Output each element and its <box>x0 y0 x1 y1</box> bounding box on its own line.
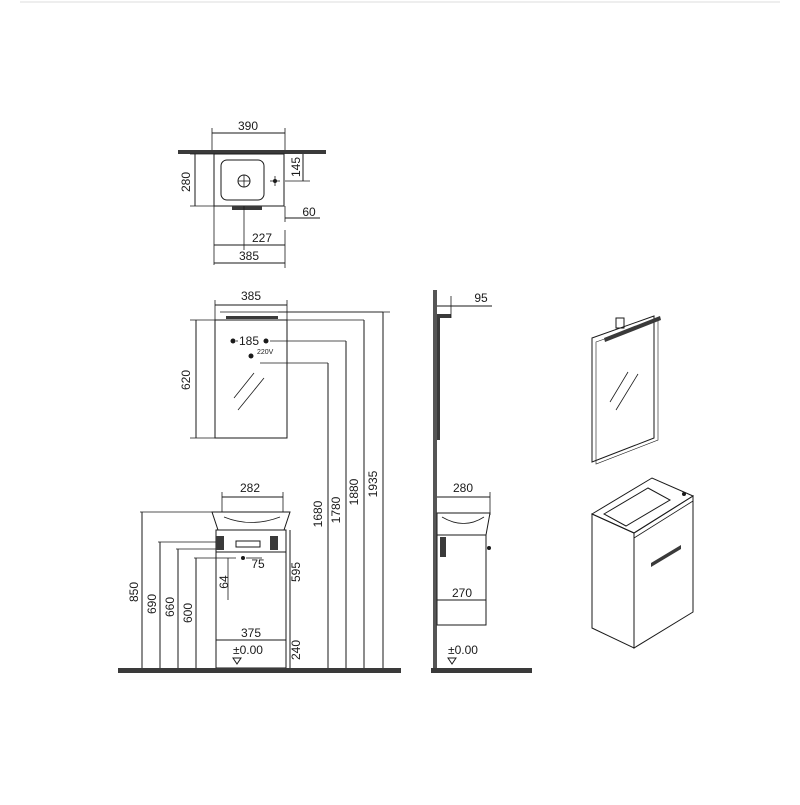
dim-282: 282 <box>240 481 260 495</box>
wall-side <box>433 290 437 668</box>
dim-1680: 1680 <box>311 500 325 527</box>
socket-icon <box>248 353 254 359</box>
dim-600: 600 <box>181 603 195 623</box>
side-view: 95 280 270 ±0.00 <box>431 290 532 673</box>
basin-side <box>436 512 491 536</box>
dim-850: 850 <box>127 582 141 602</box>
mount-hole-left <box>230 338 236 344</box>
dim-280-side: 280 <box>453 481 473 495</box>
level-triangle-icon <box>232 657 242 665</box>
floor-side <box>431 668 532 673</box>
door-handle <box>651 545 681 567</box>
dim-280-top: 280 <box>179 172 193 192</box>
dim-185: 185 <box>239 334 259 348</box>
cabinet-side-panel <box>591 513 635 649</box>
cabinet-side <box>436 534 487 626</box>
bracket-left <box>216 536 224 550</box>
dim-390: 390 <box>238 119 258 133</box>
dim-270: 270 <box>452 586 472 600</box>
lamp-perspective <box>604 316 661 342</box>
dim-145: 145 <box>289 157 303 177</box>
floor-front <box>118 668 401 673</box>
dim-75: 75 <box>251 557 265 571</box>
bracket-right <box>270 536 278 550</box>
dim-660: 660 <box>163 597 177 617</box>
dim-385-mirror: 385 <box>241 289 261 303</box>
level-mark-front: ±0.00 <box>233 643 263 657</box>
mirror-outline <box>214 319 288 439</box>
dim-240: 240 <box>289 640 303 660</box>
basin-bowl-top <box>220 159 265 201</box>
mirror-reflection-icon <box>233 372 255 399</box>
dim-60: 60 <box>302 205 316 219</box>
dim-64: 64 <box>217 575 231 589</box>
bowl-perspective <box>602 487 672 527</box>
level-mark-side: ±0.00 <box>448 643 478 657</box>
perspective-view <box>590 315 695 649</box>
dim-690: 690 <box>145 594 159 614</box>
mirror-side <box>437 318 440 440</box>
dim-1780: 1780 <box>329 496 343 523</box>
mirror-front: 385 185 220V 620 <box>179 289 390 439</box>
height-dimensions: 1680 1780 1880 1935 <box>260 311 384 668</box>
dim-1935: 1935 <box>366 470 380 497</box>
cabinet-front: 282 64 75 595 375 240 850 6 <box>118 481 401 673</box>
level-triangle-side-icon <box>447 657 457 665</box>
mount-hole-right <box>263 338 269 344</box>
dim-95: 95 <box>474 291 488 305</box>
voltage-label: 220V <box>257 349 274 356</box>
dim-227: 227 <box>252 231 272 245</box>
cabinet-door <box>633 495 694 649</box>
tap-hole-perspective <box>682 492 686 496</box>
dim-1880: 1880 <box>347 478 361 505</box>
mirror-perspective <box>591 315 655 463</box>
dim-385-top: 385 <box>239 249 259 263</box>
mirror-lamp <box>226 316 278 319</box>
dim-375: 375 <box>241 626 261 640</box>
top-view: 390 280 145 60 227 385 <box>178 119 326 268</box>
dim-620: 620 <box>179 370 193 390</box>
basin-front <box>211 511 291 531</box>
wall-section <box>178 150 326 154</box>
dim-595: 595 <box>289 562 303 582</box>
